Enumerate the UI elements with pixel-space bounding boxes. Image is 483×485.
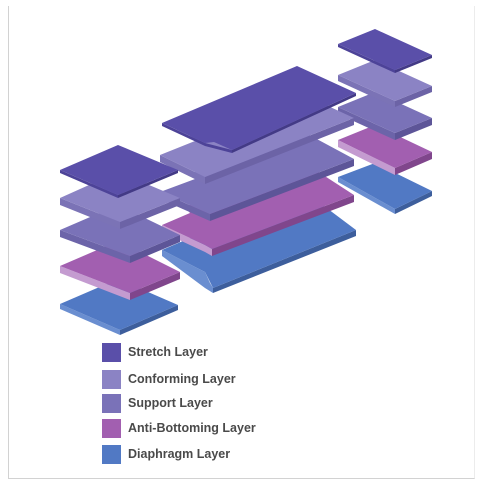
right-anti-bottoming-slab	[338, 125, 432, 175]
slab-front	[338, 177, 395, 214]
legend-swatch-conforming	[102, 369, 121, 389]
right-stack	[338, 29, 432, 214]
legend-label-support: Support Layer	[128, 396, 213, 410]
slab-front	[338, 140, 395, 175]
slab-side	[395, 152, 432, 175]
slab-side	[212, 195, 354, 256]
slab-side	[395, 118, 432, 140]
slab-top	[338, 29, 432, 70]
right-stretch-slab	[338, 29, 432, 73]
legend-item-diaphragm: Diaphragm Layer	[102, 444, 230, 464]
slab-side	[395, 55, 432, 73]
slab-front	[60, 198, 120, 229]
slab-front	[160, 155, 205, 184]
left-stack	[60, 145, 180, 335]
slab-front	[60, 170, 118, 198]
left-diaphragm-slab	[60, 279, 178, 335]
slab-side	[395, 191, 432, 214]
legend-item-conforming: Conforming Layer	[102, 369, 236, 389]
slab-front	[205, 143, 232, 153]
right-diaphragm-slab	[338, 163, 432, 214]
slab-front	[338, 107, 395, 140]
slab-side	[130, 272, 180, 300]
slab-front	[338, 44, 395, 73]
slab-side	[130, 235, 180, 263]
slab-top	[338, 92, 432, 133]
slab-top	[60, 279, 178, 330]
slab-side	[205, 118, 354, 184]
slab-top	[60, 205, 180, 256]
left-anti-bottoming-slab	[60, 241, 180, 300]
slab-top	[338, 60, 432, 101]
slab-front	[205, 245, 212, 256]
slab-top	[60, 145, 178, 195]
slab-side	[213, 230, 356, 293]
slab-top	[338, 125, 432, 168]
legend-swatch-anti-bottoming	[102, 418, 121, 438]
slab-side	[120, 305, 178, 335]
legend-label-conforming: Conforming Layer	[128, 372, 236, 386]
slab-front	[60, 304, 120, 335]
slab-front	[60, 230, 130, 263]
right-conforming-slab	[338, 60, 432, 107]
slab-front	[162, 123, 205, 146]
slab-front	[162, 250, 213, 293]
slab-side	[120, 198, 180, 229]
middle-stack	[160, 66, 356, 293]
right-support-slab	[338, 92, 432, 140]
legend-swatch-stretch	[102, 342, 121, 362]
slab-top	[160, 130, 354, 214]
slab-front	[338, 75, 395, 107]
legend-label-stretch: Stretch Layer	[128, 345, 208, 359]
slab-side	[210, 159, 354, 221]
slab-top	[60, 241, 180, 293]
legend-swatch-diaphragm	[102, 444, 121, 464]
legend-label-anti-bottoming: Anti-Bottoming Layer	[128, 421, 256, 435]
left-support-slab	[60, 205, 180, 263]
slab-top	[162, 66, 356, 150]
legend-item-anti-bottoming: Anti-Bottoming Layer	[102, 418, 256, 438]
slab-front	[60, 266, 130, 300]
legend-swatch-support	[102, 393, 121, 413]
slab-side	[232, 93, 356, 153]
middle-stretch-slab	[162, 66, 356, 153]
legend-item-stretch: Stretch Layer	[102, 342, 208, 362]
diagram-frame	[8, 6, 475, 479]
slab-top	[338, 163, 432, 209]
left-stretch-slab	[60, 145, 178, 198]
legend-label-diaphragm: Diaphragm Layer	[128, 447, 231, 461]
legend-item-support: Support Layer	[102, 393, 213, 413]
slab-side	[395, 86, 432, 107]
slab-side	[118, 170, 178, 198]
